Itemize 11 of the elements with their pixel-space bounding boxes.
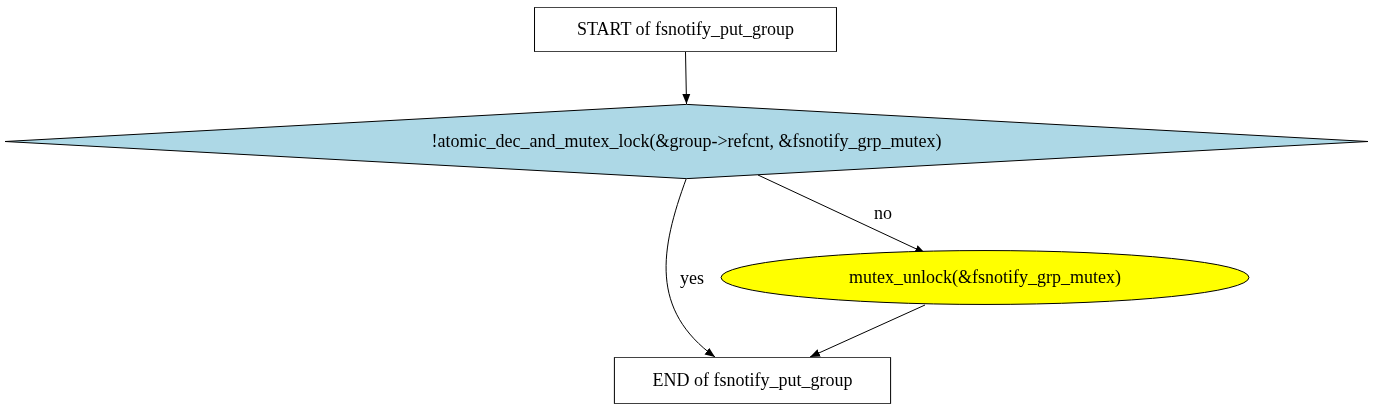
arrow — [665, 177, 716, 358]
decision-diamond — [5, 104, 1368, 179]
node-label: END of fsnotify_put_group — [652, 369, 853, 392]
node-label: START of fsnotify_put_group — [576, 18, 795, 41]
process-ellipse — [720, 250, 1250, 305]
arrow — [809, 304, 926, 358]
node-label: !atomic_dec_and_mutex_lock(&group->refcnt, &fsnotify_grp_mutex) — [431, 130, 942, 153]
arrow — [682, 51, 691, 105]
end-box — [613, 357, 892, 404]
node-label: mutex_unlock(&fsnotify_grp_mutex) — [849, 266, 1121, 289]
start-box — [533, 7, 838, 52]
